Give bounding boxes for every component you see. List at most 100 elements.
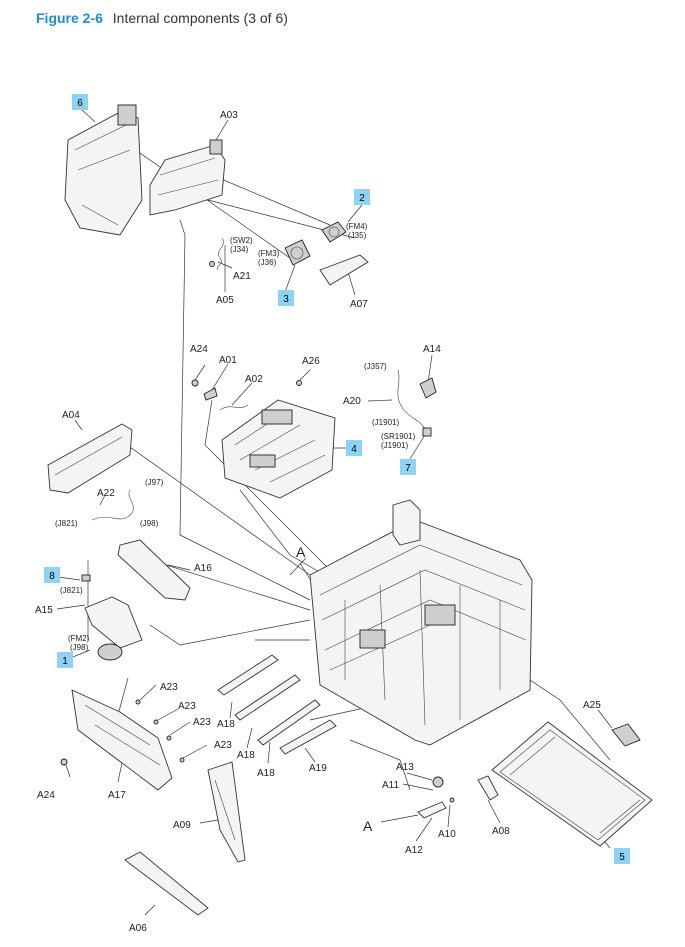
label-a08: A08 [492,826,510,837]
part-a03-frame [149,139,226,216]
callout-3-text: 3 [283,294,289,305]
label-fm4: (FM4) [346,222,368,231]
part-a23-screws [135,699,185,763]
figure-caption: Figure 2-6 Internal components (3 of 6) [36,10,288,26]
callout-6: 6 [72,94,88,110]
part-main-drive [221,399,336,499]
label-a14: A14 [423,344,441,355]
label-a25: A25 [583,700,601,711]
label-a26: A26 [302,356,320,367]
part-a16-guide [117,539,191,601]
label-a23-4: A23 [214,740,232,751]
label-j34: (J34) [230,245,249,254]
label-a18-1: A18 [217,719,235,730]
part-a04-hv-cover [47,423,133,494]
figure-title: Internal components (3 of 6) [112,10,288,26]
part-a10-screw [449,797,455,803]
part-sr1901-sensor [397,369,437,437]
label-a04: A04 [62,410,80,421]
part-a25-gears [611,723,641,747]
part-a19-rail [279,719,337,755]
label-a03: A03 [220,110,238,121]
label-j98-a: (J98) [140,519,159,528]
label-j97: (J97) [145,478,164,487]
connector-labels: (SW2) (J34) (FM3) (J36) (FM4) (J35) (J35… [55,222,416,652]
part-a22-cable [91,489,134,521]
label-j36: (J36) [258,258,277,267]
part-a24-screw-bottom [60,758,68,766]
label-a-top: A [296,544,306,560]
part-a26-screw [296,380,302,386]
part-fm4-fan [321,221,347,243]
label-j821-b: (J821) [60,586,83,595]
label-a23-1: A23 [160,682,178,693]
label-a07: A07 [350,299,368,310]
label-a21: A21 [233,271,251,282]
callout-1-text: 1 [62,656,68,667]
label-sr1901: (SR1901) [381,432,416,441]
label-j821-a: (J821) [55,519,78,528]
callout-1: 1 [57,652,73,668]
part-a18-rails [217,654,321,746]
callout-3: 3 [278,290,294,306]
label-j357: (J357) [364,362,387,371]
label-a10: A10 [438,829,456,840]
part-a08-bracket [477,775,499,801]
label-a16: A16 [194,563,212,574]
label-a23-3: A23 [193,717,211,728]
part-a09-panel [207,761,246,863]
part-a02-cable [219,404,249,411]
callout-5: 5 [614,848,630,864]
label-a23-2: A23 [178,701,196,712]
label-a18-2: A18 [237,750,255,761]
part-sw2-cable [209,237,224,271]
label-a24-top: A24 [190,344,208,355]
label-a11: A11 [382,780,399,791]
label-a22: A22 [97,488,115,499]
label-a01: A01 [219,355,237,366]
callout-4: 4 [346,440,362,456]
part-a01-gear [203,387,218,401]
label-fm3: (FM3) [258,249,280,258]
callout-8: 8 [44,567,60,583]
part-a15-fan-bracket [84,596,143,649]
callout-7-text: 7 [405,463,411,474]
callout-6-text: 6 [77,98,83,109]
label-a13: A13 [396,762,414,773]
part-a17-side-frame [71,689,173,791]
label-j35: (J35) [348,231,367,240]
part-a12-lever [417,801,447,819]
label-j1901-a: (J1901) [372,418,399,427]
figure-number: Figure 2-6 [36,10,103,26]
label-sw2: (SW2) [230,236,253,245]
callout-2-text: 2 [359,193,365,204]
part-fm2-fan [97,643,123,661]
part-main-chassis [309,499,533,746]
label-a19: A19 [309,763,327,774]
part-laser-scanner [64,104,143,236]
label-a24-bottom: A24 [37,790,55,801]
part-labels: A03 A21 A05 A07 A24 A01 A02 A26 A14 A20 … [35,110,601,934]
label-a20: A20 [343,396,361,407]
part-connector-8 [81,574,91,582]
label-a-bottom: A [363,818,373,834]
callout-8-text: 8 [49,571,55,582]
label-a02: A02 [245,374,263,385]
callout-5-text: 5 [619,852,625,863]
part-a07-duct [319,254,369,286]
label-j1901-b: (J1901) [381,441,408,450]
label-a09: A09 [173,820,191,831]
label-a06: A06 [129,923,147,934]
label-a18-3: A18 [257,768,275,779]
part-a13-gear [432,776,444,788]
part-itb-transfer-belt [491,721,653,847]
label-a05: A05 [216,295,234,306]
part-a24-screw-top [191,379,199,387]
label-a15: A15 [35,605,53,616]
callout-2: 2 [354,189,370,205]
label-j98-b: (J98) [70,643,89,652]
label-a12: A12 [405,845,423,856]
label-fm2: (FM2) [68,634,90,643]
part-a06-rail [124,851,209,916]
